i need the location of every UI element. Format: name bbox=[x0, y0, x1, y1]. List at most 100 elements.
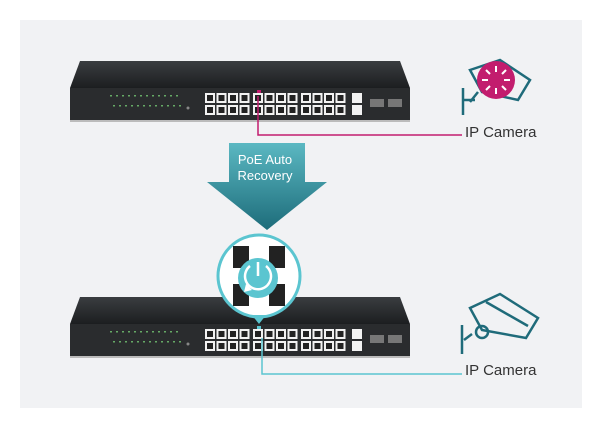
reset-button bbox=[186, 342, 190, 346]
reset-button bbox=[186, 106, 190, 110]
port-socket bbox=[314, 331, 321, 337]
arrow-label-line1: PoE Auto bbox=[237, 152, 293, 167]
led-indicator bbox=[140, 331, 142, 333]
led-indicator bbox=[110, 95, 112, 97]
port-socket bbox=[326, 107, 332, 113]
port-socket bbox=[218, 331, 225, 337]
port-socket bbox=[230, 343, 236, 349]
port-socket bbox=[230, 95, 236, 101]
led-indicator bbox=[152, 331, 154, 333]
arrow-label-line2: Recovery bbox=[237, 168, 293, 183]
port-socket bbox=[278, 331, 284, 337]
port-socket bbox=[218, 95, 225, 101]
switch-edge bbox=[70, 120, 410, 122]
led-indicator bbox=[170, 95, 172, 97]
camera-icon bbox=[460, 292, 540, 354]
led-indicator bbox=[119, 105, 121, 107]
uplink-port bbox=[352, 329, 362, 339]
led-indicator bbox=[158, 95, 160, 97]
led-indicator bbox=[155, 341, 157, 343]
led-indicator bbox=[173, 341, 175, 343]
led-indicator bbox=[134, 95, 136, 97]
switch-front-panel bbox=[70, 324, 410, 356]
led-indicator bbox=[122, 95, 124, 97]
port-socket bbox=[326, 343, 332, 349]
led-indicator bbox=[152, 95, 154, 97]
led-indicator bbox=[173, 105, 175, 107]
port-socket bbox=[207, 343, 213, 349]
port-status-led bbox=[257, 90, 261, 93]
switch-top bbox=[70, 61, 410, 122]
cable-ok bbox=[261, 338, 462, 375]
power-recovery-icon bbox=[238, 258, 278, 298]
switch-edge bbox=[70, 356, 410, 358]
uplink-port bbox=[352, 105, 362, 115]
camera-loading-icon bbox=[461, 58, 532, 115]
port-socket bbox=[278, 343, 284, 349]
uplink-port bbox=[352, 341, 362, 351]
cable-error bbox=[257, 96, 462, 136]
arrow-label: PoE Auto Recovery bbox=[225, 152, 305, 184]
led-indicator bbox=[128, 331, 130, 333]
led-indicator bbox=[140, 95, 142, 97]
port-socket bbox=[303, 343, 309, 349]
sfp-slot bbox=[370, 335, 384, 343]
port-socket bbox=[230, 107, 236, 113]
port-socket bbox=[337, 331, 344, 337]
led-indicator bbox=[170, 331, 172, 333]
led-indicator bbox=[179, 105, 181, 107]
uplink-port bbox=[352, 93, 362, 103]
led-indicator bbox=[131, 341, 133, 343]
led-indicator bbox=[125, 341, 127, 343]
camera-bottom-label: IP Camera bbox=[465, 362, 537, 379]
led-indicator bbox=[116, 331, 118, 333]
port-socket bbox=[326, 331, 332, 337]
port-socket bbox=[241, 95, 248, 101]
switch-bottom bbox=[70, 297, 410, 358]
led-indicator bbox=[113, 105, 115, 107]
port-status-led bbox=[257, 326, 261, 329]
port-socket bbox=[289, 331, 296, 337]
recovery-arrow bbox=[207, 143, 327, 230]
led-indicator bbox=[149, 341, 151, 343]
port-socket bbox=[266, 343, 273, 349]
port-socket bbox=[230, 331, 236, 337]
led-indicator bbox=[122, 331, 124, 333]
led-indicator bbox=[125, 105, 127, 107]
port-socket bbox=[278, 95, 284, 101]
led-indicator bbox=[146, 331, 148, 333]
led-indicator bbox=[110, 331, 112, 333]
port-socket bbox=[289, 107, 296, 113]
port-socket bbox=[314, 107, 321, 113]
led-indicator bbox=[119, 341, 121, 343]
port-socket bbox=[314, 343, 321, 349]
led-indicator bbox=[149, 105, 151, 107]
led-indicator bbox=[164, 331, 166, 333]
led-indicator bbox=[179, 341, 181, 343]
port-socket bbox=[241, 343, 248, 349]
led-indicator bbox=[176, 95, 178, 97]
led-indicator bbox=[143, 341, 145, 343]
port-socket bbox=[303, 95, 309, 101]
led-indicator bbox=[137, 341, 139, 343]
port-socket bbox=[314, 95, 321, 101]
led-indicator bbox=[116, 95, 118, 97]
port-socket bbox=[278, 107, 284, 113]
led-indicator bbox=[155, 105, 157, 107]
port-socket bbox=[207, 331, 213, 337]
led-indicator bbox=[176, 331, 178, 333]
port-socket bbox=[289, 95, 296, 101]
led-indicator bbox=[113, 341, 115, 343]
led-indicator bbox=[158, 331, 160, 333]
led-indicator bbox=[131, 105, 133, 107]
port-socket bbox=[218, 107, 225, 113]
port-socket bbox=[241, 331, 248, 337]
port-socket bbox=[255, 343, 261, 349]
switch-top-cover bbox=[70, 61, 410, 88]
switch-front-panel bbox=[70, 88, 410, 120]
port-socket bbox=[337, 343, 344, 349]
sfp-slot bbox=[388, 99, 402, 107]
led-indicator bbox=[146, 95, 148, 97]
port-socket bbox=[337, 95, 344, 101]
